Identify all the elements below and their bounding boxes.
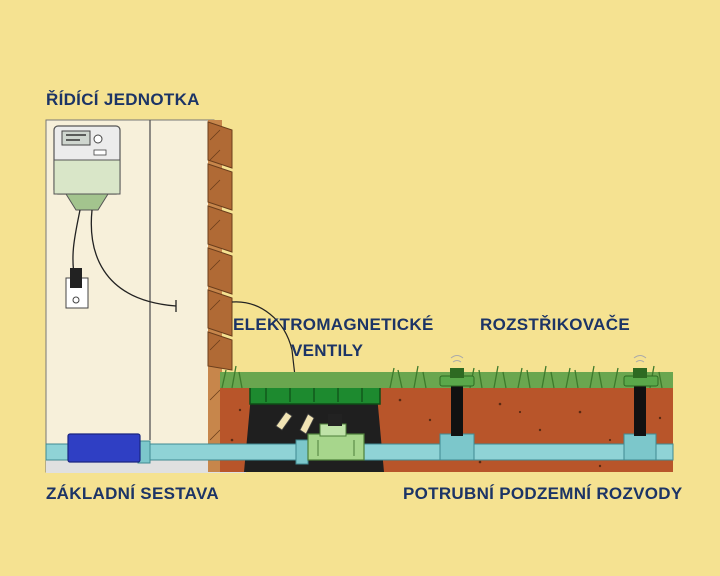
tee-fitting <box>439 433 475 461</box>
riser <box>634 386 646 436</box>
base-set-label: ZÁKLADNÍ SESTAVA <box>46 484 219 503</box>
solenoid-valve <box>307 414 365 461</box>
controller-label: ŘÍDÍCÍ JEDNOTKA <box>46 90 200 109</box>
valves-label-line1: ELEKTROMAGNETICKÉ <box>233 315 434 334</box>
controller-unit <box>53 125 121 211</box>
power-outlet <box>65 268 89 309</box>
sprinklers-label: ROZSTŘIKOVAČE <box>480 315 630 334</box>
filter <box>67 433 141 463</box>
soil-texture <box>230 398 662 468</box>
sprinkler-head <box>439 355 475 387</box>
controller-knob <box>93 134 103 144</box>
tee-fitting <box>623 433 657 461</box>
controller-display <box>61 130 91 146</box>
riser <box>451 386 463 436</box>
valve-wire <box>231 301 301 421</box>
piping-label: POTRUBNÍ PODZEMNÍ ROZVODY <box>403 484 683 503</box>
controller-wire <box>90 209 177 307</box>
wire-connector <box>275 411 315 435</box>
sprinkler-head <box>623 355 659 387</box>
valves-label-line2: VENTILY <box>291 341 364 360</box>
wood-siding <box>207 120 233 472</box>
